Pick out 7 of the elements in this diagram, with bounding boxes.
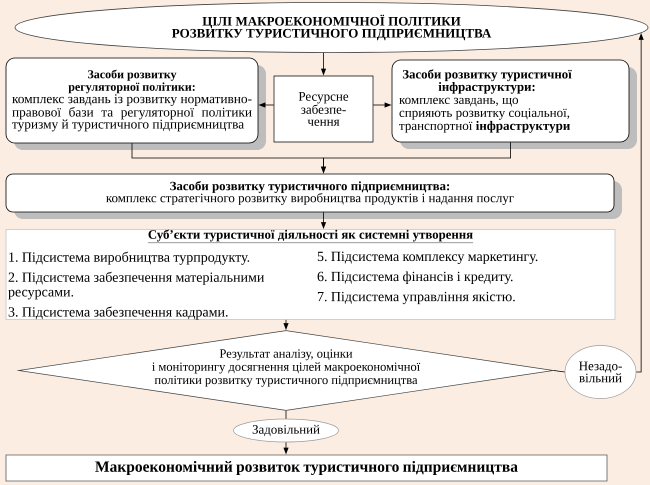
resource-box: Ресурсне забезпе-чення — [274, 76, 374, 142]
rounded-box: Засоби розвитку туристичної інфраструктури: комплекс завдань, що сприяють розвитку соціальної, транспортної інфраструктури — [392, 60, 637, 149]
rounded-box: Засоби розвитку туристичного підприємництва: комплекс стратегічного розвитку виробництва продуктів і надання послуг — [6, 174, 622, 219]
rounded-box: Засоби розвитку регуляторної політики: комплекс завдань із розвитку нормативно-правової бази та регуляторної політики туризму й туристичного підприємництва — [6, 58, 266, 150]
list-box: Суб’єкти туристичної діяльності як системні утворення 1. Підсистема виробництва турпродукту. 2. Підсистема забезпечення матеріальними ресурсами. 3. Підсистема забезпечення кадрами. 5. Підсистема комплексу маркетингу. 6. Підсистема фінансів і кредиту. 7. Підсистема управління якістю. — [6, 229, 616, 320]
connector-line — [553, 370, 566, 372]
result-box: Макроекономічний розвиток туристичного підприємництва — [6, 454, 608, 482]
